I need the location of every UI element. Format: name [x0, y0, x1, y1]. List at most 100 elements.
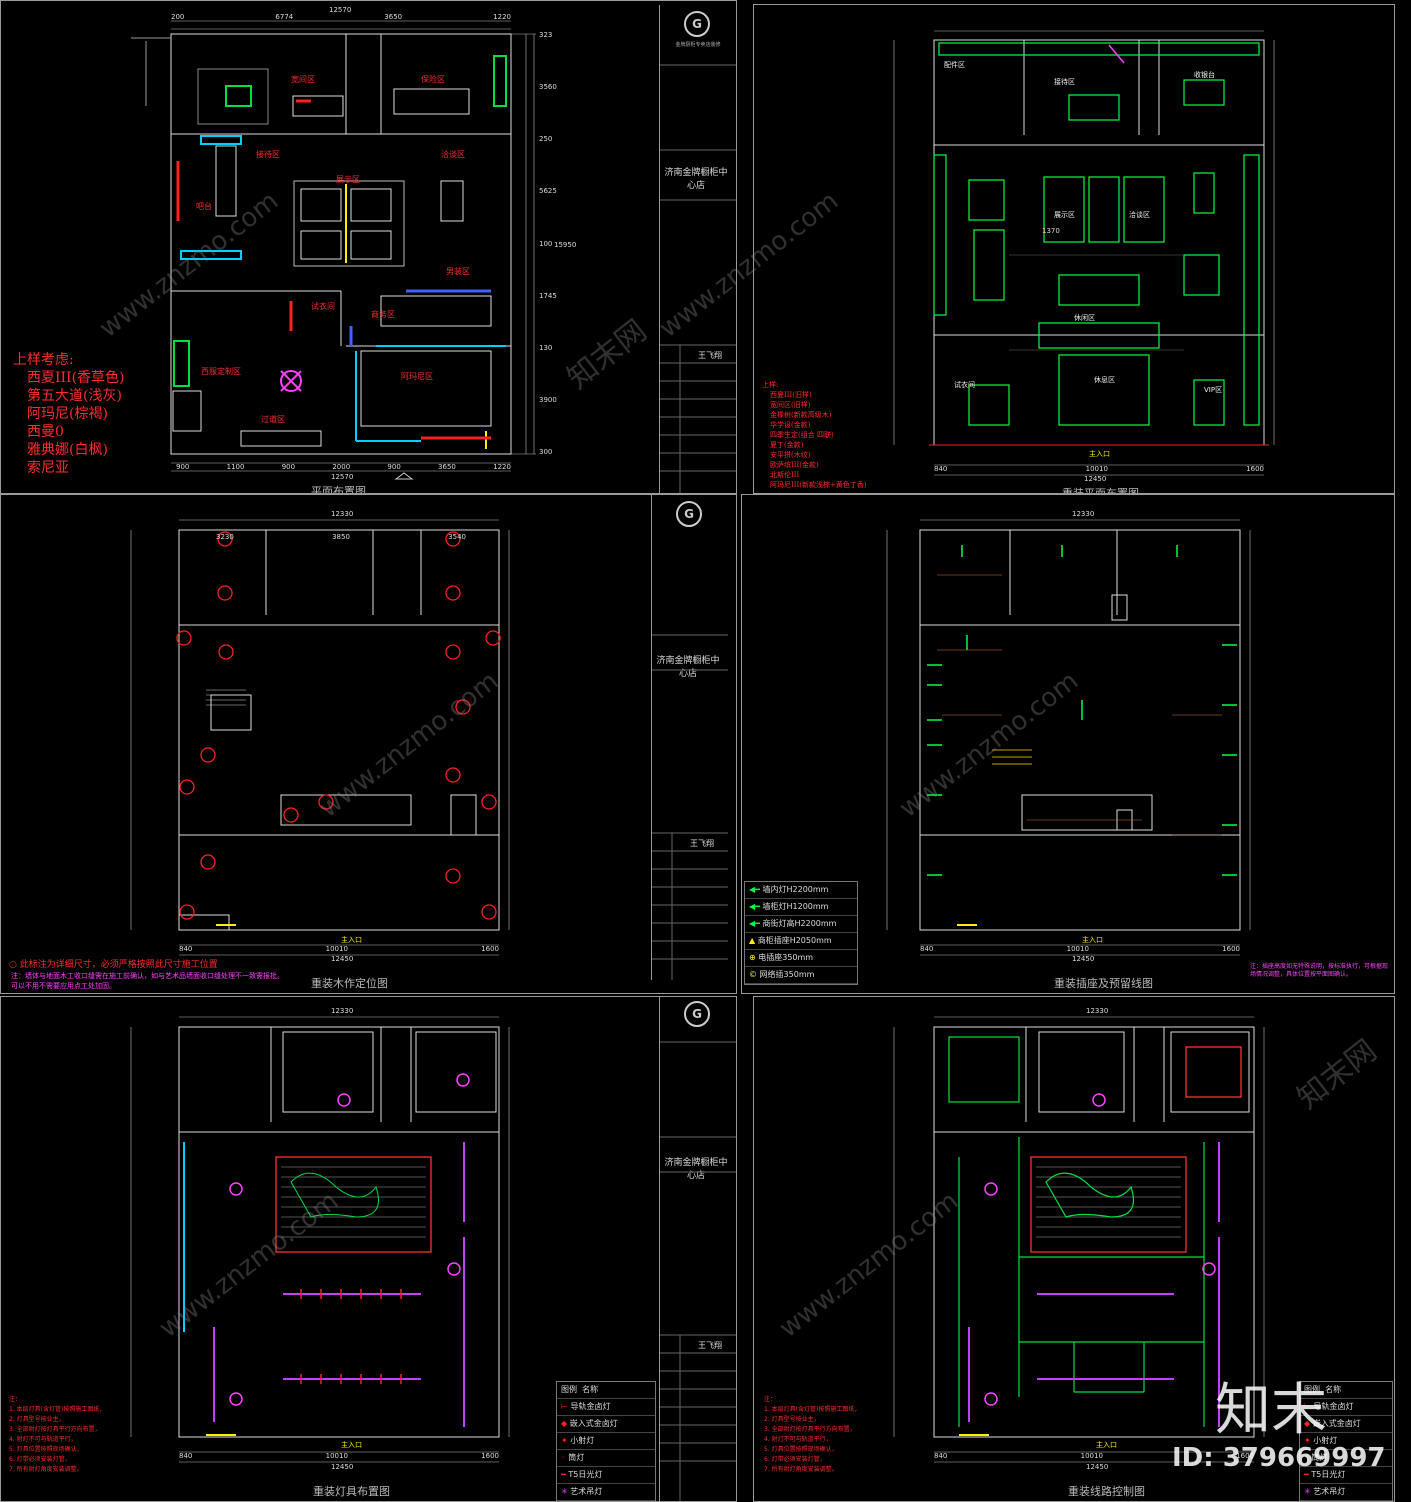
legend-label: 商柜插座H2050mm [757, 936, 832, 945]
right-total-dimension: 15950 [554, 241, 577, 249]
title-block: G 济南金牌橱柜中心店 王飞翔 [651, 495, 728, 980]
legend-row: ━ T5日光灯 [557, 1467, 655, 1484]
dim-label: 840 [179, 945, 193, 953]
legend-row: ◆ 嵌入式金卤灯 [557, 1416, 655, 1433]
legend-label: 网络插350mm [759, 970, 815, 979]
socket-legend: ◀━ 墙内灯H2200mm ◀━ 墙柜灯H1200mm ◀━ 商街灯高H2200… [744, 881, 858, 985]
note-item: 注： [9, 1396, 22, 1403]
note-item: 3. 全部射灯按灯具平行方向布置， [764, 1426, 856, 1433]
area-label: 休息区 [1094, 376, 1115, 384]
entrance-label: 主入口 [1089, 450, 1110, 458]
legend-col: 图例 [1304, 1385, 1320, 1394]
dim-label: 840 [920, 945, 934, 953]
dim-label: 1220 [493, 13, 511, 21]
note-item: 阿玛尼III(新款浅棕+黄色丁香) [770, 481, 867, 489]
dim-label: 10010 [325, 1452, 348, 1460]
legend-label: 导轨金卤灯 [570, 1402, 611, 1411]
entrance-label: 主入口 [1082, 936, 1103, 944]
note-item: 西曼0 [27, 424, 64, 440]
legend-label: 艺术吊灯 [570, 1487, 603, 1496]
legend-row: ◦ 筒灯 [557, 1450, 655, 1467]
legend-label: 导轨金卤灯 [1313, 1402, 1354, 1411]
entrance-label: 主入口 [341, 936, 362, 944]
sheet-millwork-position: 12330 3230 3850 3540 840 10010 1600 1245… [0, 494, 737, 994]
bottom-total-dimension: 12450 [331, 955, 354, 963]
dim-label: 5625 [539, 187, 557, 196]
legend-label: 墙内灯H2200mm [762, 885, 829, 894]
legend-col: 名称 [1325, 1385, 1342, 1394]
legend-label: 电插座350mm [758, 953, 814, 962]
room-label: 过道区 [261, 415, 285, 424]
area-label: 洽谈区 [1129, 211, 1150, 219]
top-total-dimension: 12330 [331, 1007, 354, 1015]
legend-row: ✳ 艺术吊灯 [1300, 1484, 1392, 1501]
designer-name: 王飞翔 [698, 351, 722, 360]
room-label: 接待区 [256, 150, 280, 159]
note-item: 欧萨缤III(金款) [770, 461, 819, 469]
title-block-grid [660, 64, 736, 493]
legend-label: 筒灯 [568, 1453, 585, 1462]
dim-label: 3650 [384, 13, 403, 21]
legend-row: ◀━ 墙内灯H2200mm [745, 882, 857, 899]
note-item: 6. 灯带必须安装灯管， [9, 1456, 71, 1463]
top-dimension-row: 200 6774 3650 1220 [171, 13, 511, 21]
room-label: 展示区 [336, 175, 360, 184]
sheet-title: 重装木作定位图 [311, 977, 388, 990]
sheet-title: 重装灯具布置图 [313, 1485, 390, 1498]
millwork-drawing [130, 519, 510, 956]
room-label: 吧台 [196, 202, 212, 211]
note-item: 金橡树(新款高级木) [770, 411, 832, 419]
dim-label: 1220 [493, 463, 511, 471]
legend-row: ◦ 筒灯 [1300, 1450, 1392, 1467]
legend-label: 筒灯 [1311, 1453, 1328, 1462]
bottom-dimension-row: 840 10010 1600 [934, 1452, 1254, 1460]
dim-label: 3540 [448, 533, 466, 541]
legend-row: ◀━ 商街灯高H2200mm [745, 916, 857, 933]
area-label: 休闲区 [1074, 314, 1095, 322]
dim-label: 1600 [481, 1452, 499, 1460]
room-label: 试衣间 [311, 302, 335, 311]
legend-row: ⊕ 电插座350mm [745, 950, 857, 967]
note-item: 2. 灯具型号按业主， [9, 1416, 65, 1423]
dim-label: 2000 [332, 463, 351, 471]
designer-name: 王飞翔 [698, 1341, 722, 1350]
note-item: 阿玛尼(棕褐) [27, 406, 108, 422]
dim-label: 840 [934, 1452, 948, 1460]
title-block: G 济南金牌橱柜中心店 王飞翔 [659, 997, 736, 1501]
bottom-dimension-row: 840 10010 1600 [179, 945, 499, 953]
dim-label: 3900 [539, 395, 557, 404]
note-item: 北斯伦III [770, 471, 800, 479]
company-name: 金牌厨柜专卖店装修 [675, 42, 721, 48]
top-total-dimension: 12570 [329, 6, 352, 14]
note-item: 夏丁(金款) [770, 441, 804, 449]
company-logo: G [684, 1001, 710, 1027]
title-block-grid [660, 1041, 736, 1501]
dim-label: 3560 [539, 83, 557, 92]
note-item: 西夏III(旧样) [770, 391, 812, 399]
designer-name: 王飞翔 [690, 839, 714, 848]
legend-row: ✳ 艺术吊灯 [557, 1484, 655, 1501]
legend-row: ◀━ 墙柜灯H1200mm [745, 899, 857, 916]
sheet-floor-plan: 12570 200 6774 3650 1220 900 1100 900 20… [0, 0, 737, 494]
dim-label: 1100 [226, 463, 245, 471]
legend-col: 名称 [582, 1385, 599, 1394]
sheet-renovation-plan: 1370 12450 840 10010 1600 主入口 配件区 接待区 收银… [753, 4, 1395, 494]
red-dimension-note: ○ 此标注为详细尺寸，必须严格按照此尺寸施工位置 [9, 960, 218, 970]
dim-label: 3230 [216, 533, 234, 541]
legend-label: T5日光灯 [568, 1470, 603, 1479]
area-label: VIP区 [1204, 386, 1223, 394]
area-label: 试衣间 [954, 381, 975, 389]
center-dimension: 1370 [1042, 227, 1060, 235]
room-label: 西服定制区 [201, 367, 241, 376]
room-label: 男装区 [446, 267, 470, 276]
legend-label: 小射灯 [1313, 1436, 1338, 1445]
note-item: 7. 所有射灯角度安装调整。 [9, 1466, 83, 1473]
note-item: 注： [764, 1396, 777, 1403]
note-item: 6. 灯带必须安装灯管， [764, 1456, 826, 1463]
floor-plan-drawing [131, 20, 536, 480]
id-watermark: ID: 379669997 [1172, 1443, 1386, 1473]
circuit-notes: 注： 1. 本层灯具(含灯管)按照施工图纸， 2. 灯具型号按业主， 3. 全部… [764, 1395, 860, 1475]
construction-note-2: 可以不用不需要应用点工处加固。 [11, 982, 116, 990]
circuit-legend: 图例 名称 ⊢ 导轨金卤灯 ◆ 嵌入式金卤灯 ✦ 小射灯 ◦ 筒灯 ━ T5日光… [1299, 1381, 1393, 1501]
bottom-dimension-row: 900 1100 900 2000 900 3650 1220 [176, 463, 511, 471]
